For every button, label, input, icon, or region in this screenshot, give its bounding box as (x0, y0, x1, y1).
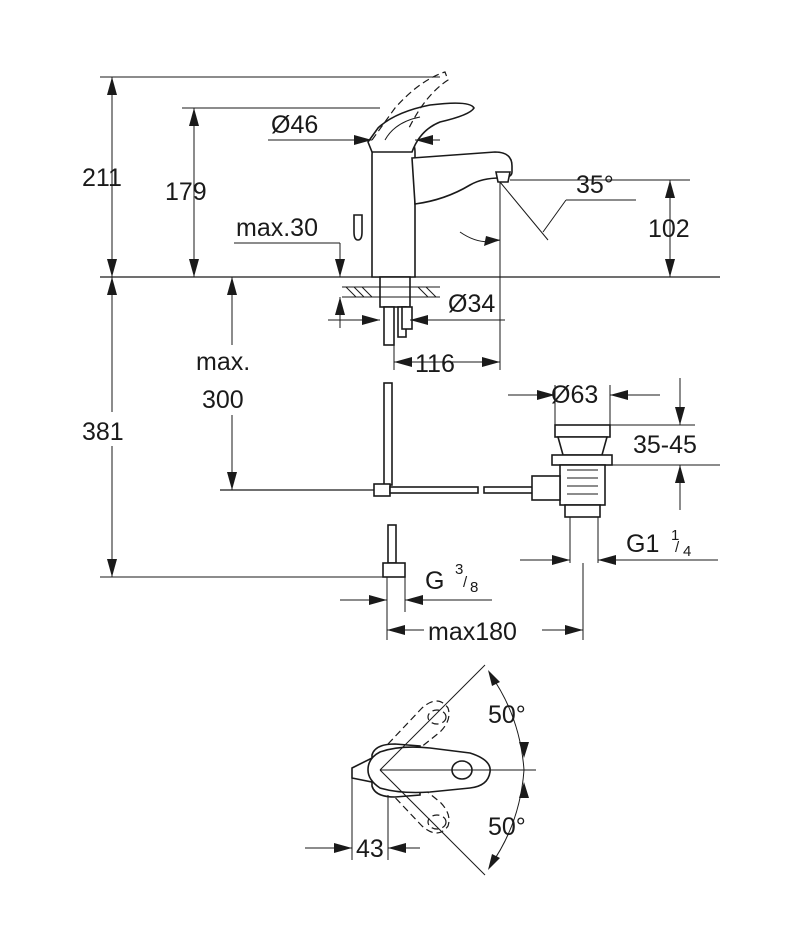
label-50-deg-bottom: 50° (488, 813, 526, 841)
label-g-slash: / (463, 574, 468, 591)
faucet-side-view (100, 71, 720, 346)
dim-spout-outlet-height: 102 (510, 179, 690, 277)
label-d46: Ø46 (271, 111, 318, 139)
spout-aerator (495, 171, 511, 183)
label-g1: G1 (626, 530, 659, 558)
waste-body (559, 464, 606, 506)
dim-waste-range: 35-45 (610, 378, 720, 510)
dim-spout-reach: 116 (393, 185, 501, 378)
lever-raised-outline (371, 71, 449, 141)
label-max: max. (196, 348, 250, 376)
faucet-body (371, 139, 416, 278)
label-116: 116 (415, 350, 455, 378)
lever-rotated-left (387, 700, 450, 757)
flex-hose-upper (383, 382, 393, 486)
label-g-num: 3 (455, 561, 463, 578)
lever-detail (384, 116, 421, 141)
label-300: 300 (202, 386, 244, 414)
label-g-den: 8 (470, 579, 478, 596)
dim-supply-thread: G 3 / 8 (340, 561, 492, 640)
linkage-clamp (373, 483, 391, 497)
label-179: 179 (165, 178, 207, 206)
label-g: G (425, 567, 444, 595)
flex-hose-lower (387, 524, 397, 564)
dim-hole-diameter: Ø34 (328, 290, 505, 325)
lever-rotated-right-cap (427, 814, 447, 830)
label-d63: Ø63 (551, 381, 598, 409)
dim-max-thickness: max.30 (234, 214, 345, 328)
dim-max-180: max180 (387, 563, 584, 646)
threaded-rod (401, 306, 413, 330)
dim-waste-diameter: Ø63 (508, 381, 660, 425)
label-g1-den: 4 (683, 543, 691, 560)
faucet-lever (367, 102, 475, 153)
dim-lever-offset: 43 (305, 778, 420, 863)
label-35-deg: 35° (576, 171, 614, 199)
dim-spout-angle: 35° (459, 171, 636, 248)
label-50-deg-top: 50° (488, 701, 526, 729)
label-max30: max.30 (236, 214, 318, 242)
dim-max-depth: max. 300 (195, 277, 270, 490)
supply-connector (382, 562, 406, 578)
lever-rotated-right (387, 777, 450, 834)
waste-linkage-housing (531, 475, 561, 501)
counter-hatching (345, 286, 437, 298)
faucet-top-view: 50° 50° (351, 664, 536, 876)
dim-total-height: 211 (82, 76, 440, 277)
dim-spout-height: 179 (165, 107, 380, 277)
counter-section (342, 286, 440, 298)
waste-plug (556, 436, 609, 456)
popup-rod (353, 214, 363, 241)
label-d34: Ø34 (448, 290, 495, 318)
linkage-rod (389, 486, 479, 494)
under-counter-assembly (220, 382, 613, 578)
linkage-rod-right (483, 486, 535, 494)
dim-waste-thread: G1 1 / 4 (520, 527, 718, 565)
label-g1-slash: / (675, 539, 680, 556)
dim-under-depth: 381 (78, 277, 405, 578)
fixing-nut (379, 276, 411, 308)
label-43: 43 (356, 835, 384, 863)
lever-rotated-left-cap (427, 709, 447, 725)
label-35-45: 35-45 (633, 431, 697, 459)
label-211: 211 (82, 164, 122, 192)
hose-left (383, 306, 395, 346)
waste-tail (564, 504, 601, 518)
label-g1-num: 1 (671, 527, 679, 544)
waste-flange (551, 454, 613, 466)
waste-threads (567, 469, 598, 495)
dim-lever-diameter: Ø46 (268, 111, 440, 145)
label-381: 381 (82, 418, 124, 446)
label-max180: max180 (428, 618, 517, 646)
label-102: 102 (648, 215, 690, 243)
waste-plug-top (554, 424, 611, 438)
